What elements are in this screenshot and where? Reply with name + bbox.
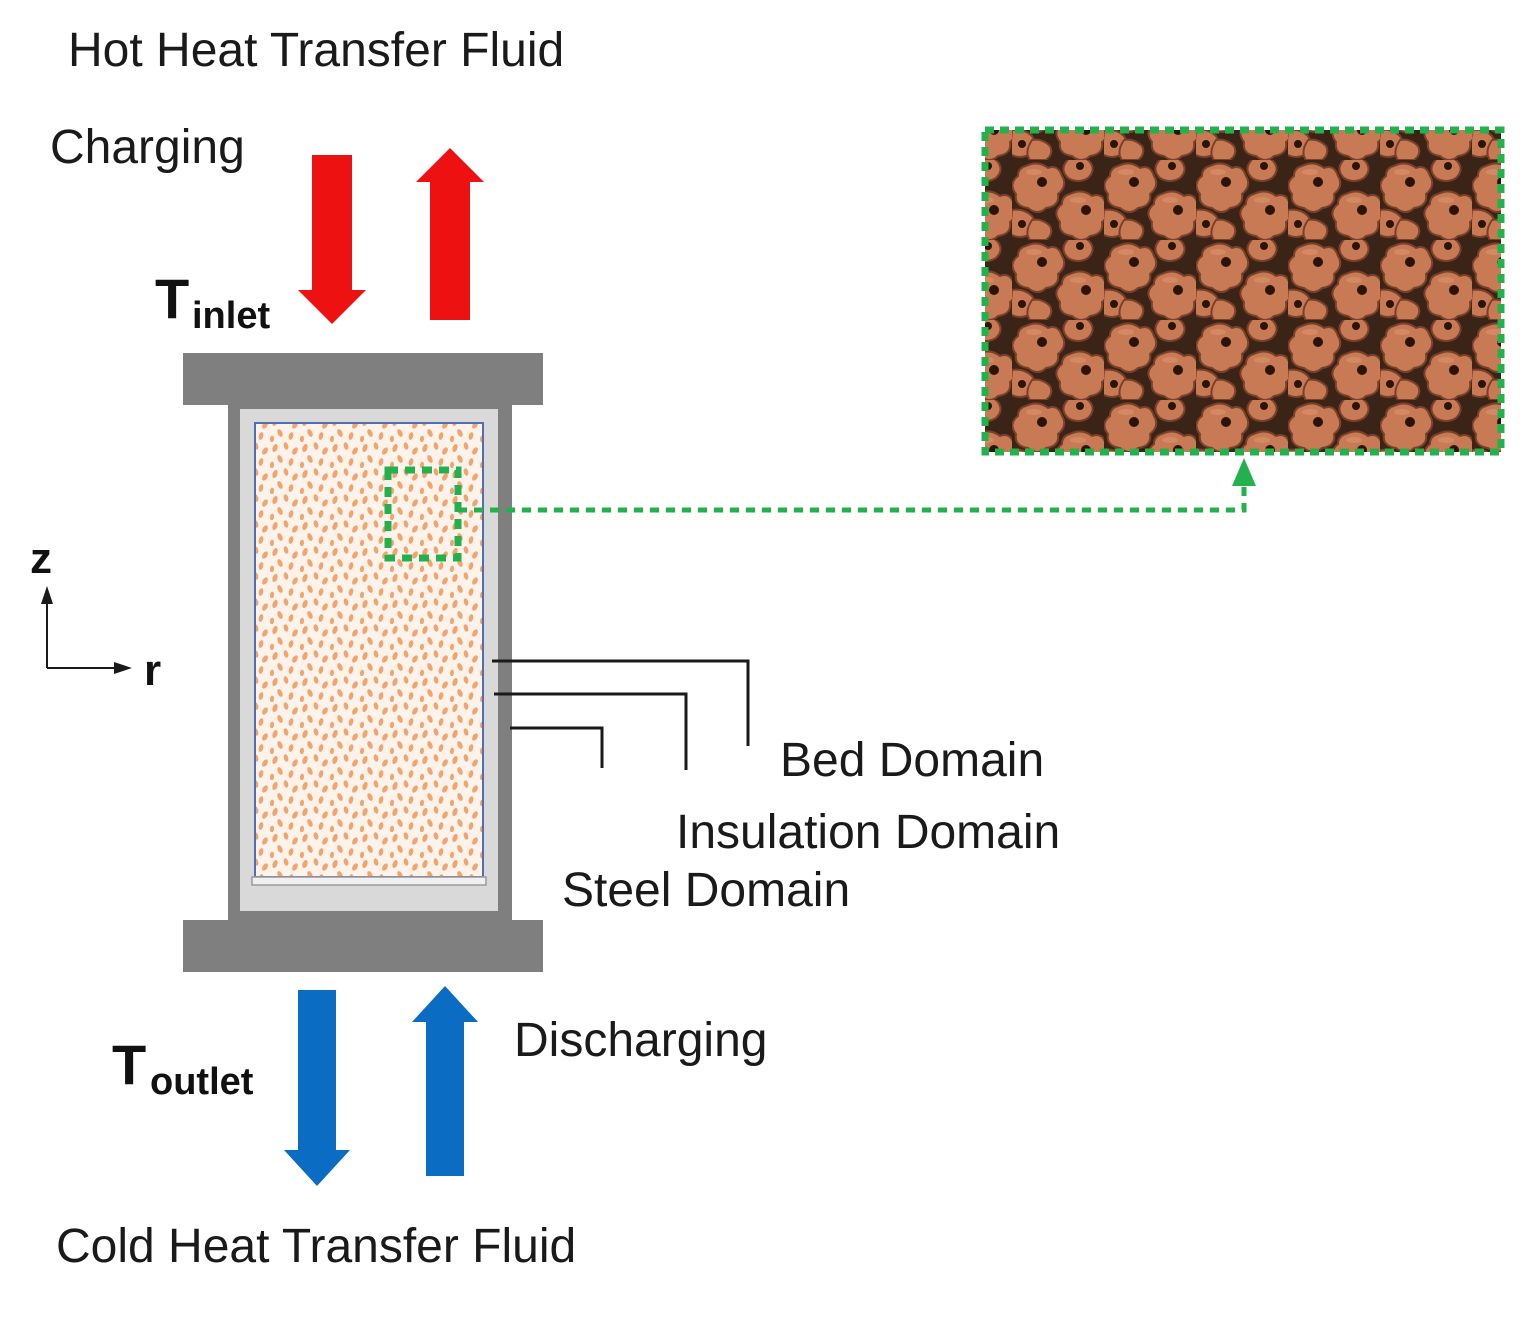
axis-z-label: z [30, 534, 52, 583]
pellet-closeup-image [985, 130, 1501, 452]
closeup-frame [981, 126, 1505, 456]
arrow-down-icon [284, 990, 350, 1186]
connector-arrowhead [1232, 458, 1256, 486]
steel-domain-leader [510, 726, 604, 768]
bed-domain-leader [492, 659, 750, 746]
bottom-flange [183, 920, 543, 972]
cold-fluid-label: Cold Heat Transfer Fluid [56, 1220, 576, 1273]
bed-domain [254, 422, 484, 878]
t-inlet-subscript: inlet [192, 295, 270, 337]
zoom-connector-line [458, 470, 1247, 513]
bed-domain-label: Bed Domain [780, 734, 1044, 787]
zoom-region-box [384, 466, 462, 562]
charging-label: Charging [50, 121, 245, 174]
t-outlet-symbol: T [112, 1033, 146, 1096]
axis-r-arrowhead [114, 662, 132, 674]
steel-domain-label: Steel Domain [562, 864, 850, 917]
arrow-up-icon [412, 986, 478, 1176]
hot-fluid-label: Hot Heat Transfer Fluid [68, 24, 564, 77]
t-inlet-symbol: T [155, 267, 189, 330]
axis-r-label: r [144, 646, 161, 695]
top-flange [183, 353, 543, 405]
axis-z-arrowhead [41, 586, 53, 604]
arrow-up-icon [416, 148, 484, 320]
arrow-down-icon [298, 155, 366, 324]
t-outlet-subscript: outlet [150, 1061, 254, 1103]
bed-support-plate [251, 876, 487, 886]
insulation-domain-label: Insulation Domain [676, 806, 1060, 859]
discharging-label: Discharging [514, 1014, 767, 1067]
insulation-domain-leader [494, 692, 688, 770]
